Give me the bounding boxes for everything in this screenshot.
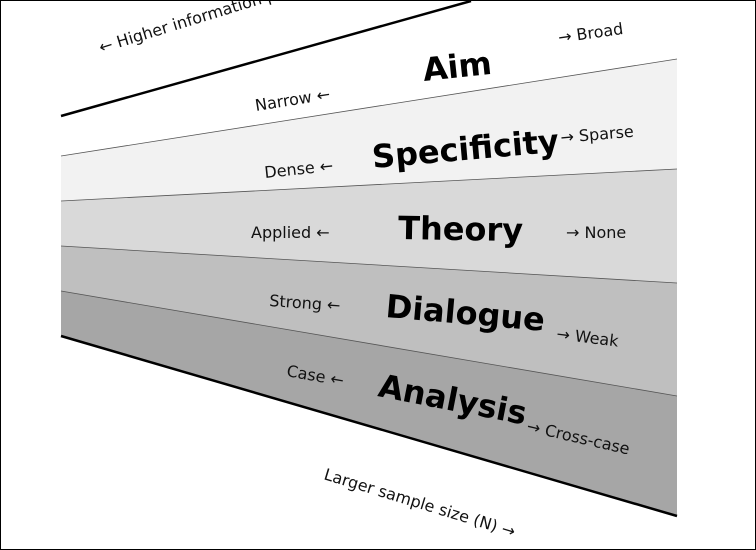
separator-line xyxy=(60,245,678,284)
separator-line xyxy=(60,168,678,202)
dimension-left-label: Strong ← xyxy=(269,291,341,315)
separator-line xyxy=(60,58,678,157)
band-dialogue xyxy=(61,246,677,396)
top-edge-line xyxy=(60,1,472,118)
top-arrow-label: ← Higher information power xyxy=(97,1,317,57)
dimension-right-label: → None xyxy=(566,223,626,242)
dimension-title: Aim xyxy=(421,44,494,89)
band-analysis xyxy=(61,291,677,516)
band-theory xyxy=(61,169,677,283)
band-aim xyxy=(61,1,677,116)
bottom-arrow-label: Larger sample size (N) → xyxy=(322,465,518,541)
band-specificity xyxy=(61,59,677,201)
bottom-edge-line xyxy=(60,334,678,518)
separator-line xyxy=(60,290,678,397)
dimension-title: Theory xyxy=(398,209,524,249)
dimension-left-label: Applied ← xyxy=(251,223,330,242)
